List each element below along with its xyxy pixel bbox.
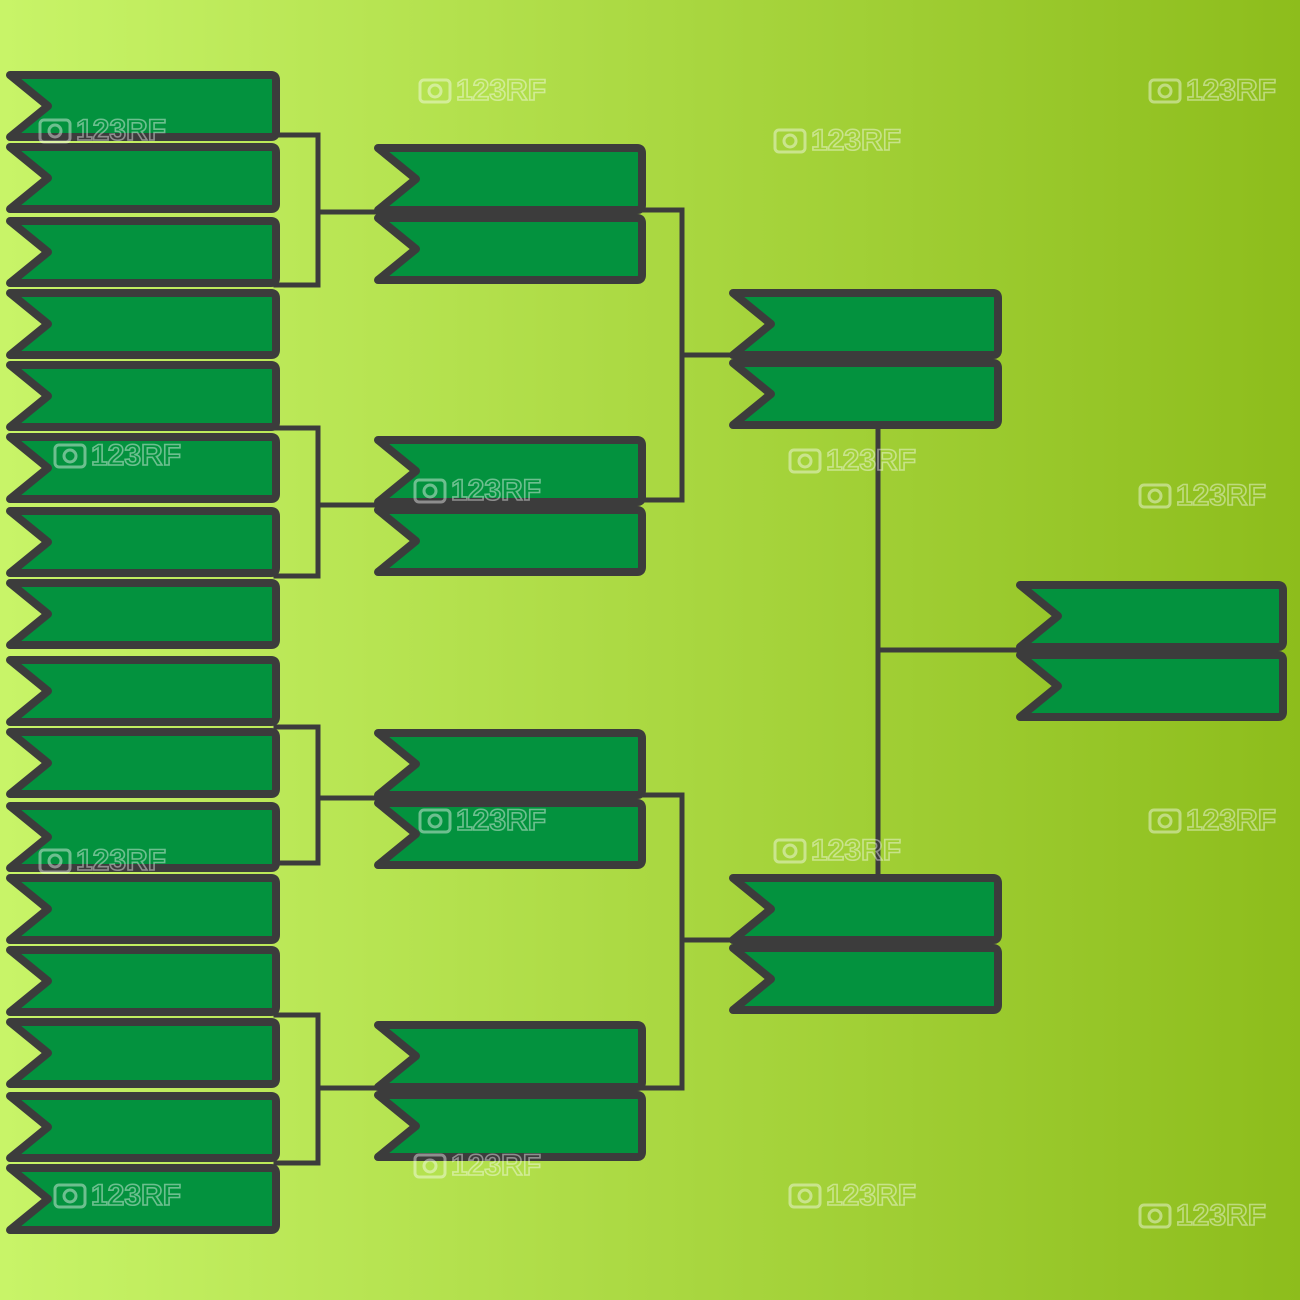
watermark-stamp: 123RF: [788, 443, 917, 478]
camera-icon: [773, 838, 807, 864]
bracket-slot-round-1-5: [6, 361, 280, 431]
watermark-stamp: 123RF: [53, 1178, 182, 1213]
watermark-stamp: 123RF: [788, 1178, 917, 1213]
camera-icon: [773, 128, 807, 154]
camera-icon: [53, 443, 87, 469]
camera-icon: [38, 118, 72, 144]
camera-icon: [53, 1183, 87, 1209]
watermark-text: 123RF: [1176, 1199, 1266, 1232]
camera-icon: [418, 808, 452, 834]
bracket-slot-round-1-11: [6, 802, 280, 872]
watermark-text: 123RF: [451, 474, 541, 507]
watermark-stamp: 123RF: [413, 473, 542, 508]
bracket-slot-round-1-4: [6, 289, 280, 359]
camera-icon: [1148, 808, 1182, 834]
camera-icon: [788, 448, 822, 474]
camera-icon: [1138, 1203, 1172, 1229]
watermark-text: 123RF: [451, 1149, 541, 1182]
watermark-stamp: 123RF: [418, 803, 547, 838]
bracket-slot-round-1-8: [6, 579, 280, 649]
watermark-text: 123RF: [91, 439, 181, 472]
watermark-stamp: 123RF: [38, 113, 167, 148]
bracket-slot-round-2-22: [374, 799, 646, 869]
watermark-stamp: 123RF: [38, 843, 167, 878]
watermark-stamp: 123RF: [418, 73, 547, 108]
bracket-slot-round-1-15: [6, 1092, 280, 1162]
bracket-slot-round-1-2: [6, 143, 280, 213]
watermark-text: 123RF: [811, 834, 901, 867]
camera-icon: [413, 478, 447, 504]
bracket-slot-round-4-30: [1016, 651, 1287, 721]
bracket-slot-round-1-7: [6, 507, 280, 577]
watermark-text: 123RF: [456, 804, 546, 837]
bracket-slot-round-2-20: [374, 506, 646, 576]
bracket-slot-round-1-3: [6, 217, 280, 287]
bracket-slot-round-4-29: [1016, 581, 1287, 651]
watermark-text: 123RF: [811, 124, 901, 157]
watermark-stamp: 123RF: [773, 833, 902, 868]
bracket-slot-round-1-1: [6, 71, 280, 141]
camera-icon: [413, 1153, 447, 1179]
camera-icon: [1148, 78, 1182, 104]
watermark-stamp: 123RF: [773, 123, 902, 158]
watermark-text: 123RF: [456, 74, 546, 107]
watermark-stamp: 123RF: [1138, 478, 1267, 513]
bracket-slot-round-2-19: [374, 436, 646, 506]
bracket-slots: [6, 71, 1287, 1234]
bracket-slot-round-1-6: [6, 433, 280, 503]
bracket-connectors: [273, 132, 1028, 1166]
watermark-stamp: 123RF: [1148, 803, 1277, 838]
watermark-text: 123RF: [1186, 74, 1276, 107]
watermark-stamp: 123RF: [53, 438, 182, 473]
bracket-slot-round-2-17: [374, 144, 646, 214]
bracket-slot-round-1-13: [6, 946, 280, 1016]
bracket-slot-round-1-16: [6, 1164, 280, 1234]
bracket-slot-round-1-10: [6, 728, 280, 798]
bracket-slot-round-2-23: [374, 1021, 646, 1091]
bracket-slot-round-2-24: [374, 1091, 646, 1161]
watermark-stamp: 123RF: [1138, 1198, 1267, 1233]
watermark-text: 123RF: [1176, 479, 1266, 512]
watermark-text: 123RF: [91, 1179, 181, 1212]
watermarks: 123RF 123RF 123RF 123RF 123RF 123RF 123RF 123RF…: [38, 73, 1277, 1233]
camera-icon: [418, 78, 452, 104]
bracket-slot-round-2-21: [374, 729, 646, 799]
watermark-text: 123RF: [76, 114, 166, 147]
camera-icon: [1138, 483, 1172, 509]
bracket-slot-round-3-27: [729, 874, 1002, 944]
bracket-slot-round-3-28: [729, 944, 1002, 1014]
watermark-stamp: 123RF: [1148, 73, 1277, 108]
watermark-text: 123RF: [826, 444, 916, 477]
bracket-slot-round-1-14: [6, 1018, 280, 1088]
bracket-slot-round-1-12: [6, 874, 280, 944]
bracket-slot-round-3-25: [729, 289, 1002, 359]
bracket-slot-round-1-9: [6, 656, 280, 726]
watermark-text: 123RF: [76, 844, 166, 877]
bracket-slot-round-3-26: [729, 359, 1002, 429]
watermark-text: 123RF: [826, 1179, 916, 1212]
camera-icon: [788, 1183, 822, 1209]
watermark-text: 123RF: [1186, 804, 1276, 837]
watermark-stamp: 123RF: [413, 1148, 542, 1183]
camera-icon: [38, 848, 72, 874]
bracket-slot-round-2-18: [374, 214, 646, 284]
